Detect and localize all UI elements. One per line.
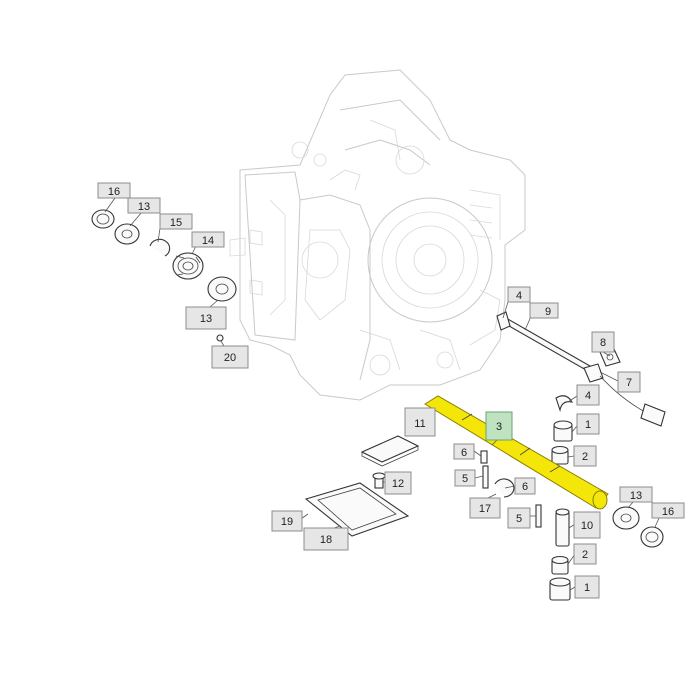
gasket-plate-18 xyxy=(304,482,410,537)
callout-8: 8 xyxy=(591,331,615,353)
svg-text:18: 18 xyxy=(320,534,332,546)
svg-text:9: 9 xyxy=(545,306,551,318)
svg-text:5: 5 xyxy=(462,473,468,485)
svg-text:2: 2 xyxy=(582,451,588,463)
callout-6-lower: 6 xyxy=(514,477,536,495)
callout-9: 9 xyxy=(529,302,559,319)
callout-20: 20 xyxy=(211,345,249,369)
svg-text:13: 13 xyxy=(630,490,642,502)
callout-15: 15 xyxy=(159,213,193,230)
svg-text:5: 5 xyxy=(516,513,522,525)
svg-text:20: 20 xyxy=(224,352,236,364)
svg-text:15: 15 xyxy=(170,217,182,229)
callout-17: 17 xyxy=(469,497,501,519)
bushing-2-upper xyxy=(551,445,569,465)
callout-19: 19 xyxy=(271,510,303,532)
svg-text:19: 19 xyxy=(281,516,293,528)
bearing-14 xyxy=(172,252,204,280)
washer-13-lower-right xyxy=(612,506,640,530)
svg-text:1: 1 xyxy=(585,419,591,431)
callout-16-upper: 16 xyxy=(97,182,131,199)
callout-12: 12 xyxy=(384,471,412,495)
svg-text:13: 13 xyxy=(200,313,212,325)
svg-text:12: 12 xyxy=(392,478,404,490)
seal-16-lower-right xyxy=(640,526,664,548)
svg-text:17: 17 xyxy=(479,503,491,515)
callout-11: 11 xyxy=(404,407,436,437)
callout-3: 3 xyxy=(485,411,513,441)
callout-10: 10 xyxy=(573,511,601,539)
svg-text:3: 3 xyxy=(496,421,502,433)
callout-13-lower-right: 13 xyxy=(619,486,653,503)
pin-5-right xyxy=(535,504,542,528)
cover-plate-11 xyxy=(360,435,420,467)
washer-13-upper xyxy=(114,223,140,245)
snap-ring-17 xyxy=(494,478,515,498)
callout-1-upper: 1 xyxy=(576,413,600,435)
seal-16-upper xyxy=(91,209,115,229)
plug-20 xyxy=(216,334,224,342)
shaft-10 xyxy=(555,508,570,547)
callout-2-lower: 2 xyxy=(573,543,597,565)
svg-text:6: 6 xyxy=(522,481,528,493)
svg-text:11: 11 xyxy=(414,418,425,430)
clip-4-right xyxy=(555,395,574,413)
callout-4-upper: 4 xyxy=(507,286,531,303)
svg-text:4: 4 xyxy=(516,290,522,302)
svg-text:4: 4 xyxy=(585,390,591,402)
pin-5-left xyxy=(482,465,489,489)
svg-text:13: 13 xyxy=(138,201,150,213)
bolt-12 xyxy=(372,472,386,489)
bushing-2-lower xyxy=(551,555,569,575)
snap-ring-15 xyxy=(149,238,171,257)
svg-text:1: 1 xyxy=(584,582,590,594)
callout-18: 18 xyxy=(303,527,349,551)
callout-5-left: 5 xyxy=(454,469,476,487)
callout-13-upper: 13 xyxy=(127,197,161,214)
callout-2-upper: 2 xyxy=(573,445,597,467)
callout-16-lower-right: 16 xyxy=(651,502,685,519)
svg-text:16: 16 xyxy=(108,186,120,198)
callout-14: 14 xyxy=(191,231,225,248)
bushing-1-upper xyxy=(553,420,573,442)
svg-text:6: 6 xyxy=(461,447,467,459)
bushing-1-lower xyxy=(549,577,571,601)
svg-text:14: 14 xyxy=(202,235,214,247)
callout-1-lower: 1 xyxy=(574,575,600,599)
callout-6-upper: 6 xyxy=(453,443,475,460)
washer-13-lower xyxy=(207,276,237,302)
transmission-housing xyxy=(229,69,526,401)
svg-text:16: 16 xyxy=(662,506,674,518)
callout-7: 7 xyxy=(617,371,641,393)
svg-text:8: 8 xyxy=(600,337,606,349)
sensor-7 xyxy=(583,363,666,427)
callout-13-lower: 13 xyxy=(185,306,227,330)
rod-9 xyxy=(496,311,591,371)
pin-6-upper xyxy=(480,450,488,464)
svg-text:7: 7 xyxy=(626,377,632,389)
svg-text:10: 10 xyxy=(581,520,593,532)
callout-4-right: 4 xyxy=(576,384,600,406)
svg-text:2: 2 xyxy=(582,549,588,561)
callout-labels: 16 13 15 14 13 20 4 9 8 7 4 1 2 11 3 6 5… xyxy=(97,182,685,599)
callout-5-right: 5 xyxy=(507,507,531,529)
